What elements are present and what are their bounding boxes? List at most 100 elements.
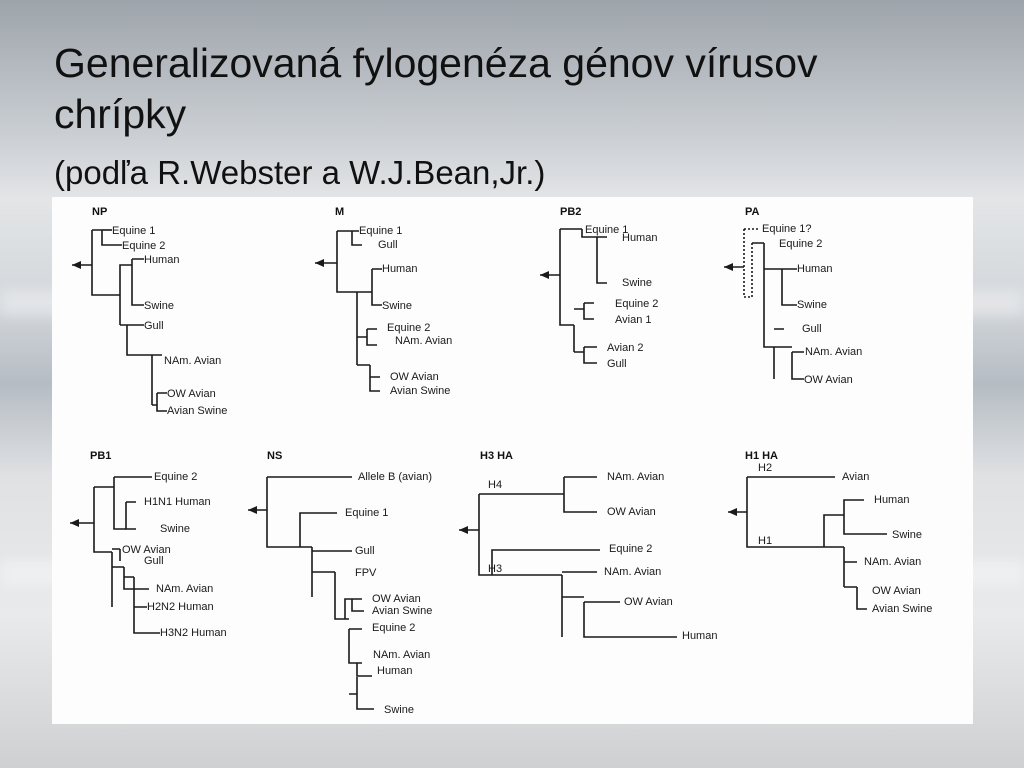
leaf-label-pa: Swine: [797, 299, 827, 311]
slide-subtitle: (podľa R.Webster a W.J.Bean,Jr.): [54, 154, 546, 191]
leaf-label-np: Equine 2: [122, 240, 165, 252]
leaf-label-np: NAm. Avian: [164, 355, 221, 367]
leaf-label-ns: NAm. Avian: [373, 649, 430, 661]
branch-label-h3ha: H4: [488, 479, 502, 491]
tree-branch-pb1: [125, 501, 136, 530]
tree-branch-m: [357, 328, 377, 346]
tree-branch-np: [119, 258, 144, 325]
leaf-label-ns: Human: [377, 665, 412, 677]
leaf-label-h1ha: Human: [874, 494, 909, 506]
leaf-label-np: OW Avian: [167, 388, 216, 400]
leaf-label-pb1: H3N2 Human: [160, 627, 227, 639]
leaf-label-ns: OW Avian: [372, 593, 421, 605]
leaf-label-h1ha: NAm. Avian: [864, 556, 921, 568]
tree-title-pa: PA: [745, 206, 760, 218]
tree-branch-m: [356, 268, 382, 365]
tree-branch-ns: [344, 598, 364, 619]
tree-branch-pb1: [94, 476, 152, 530]
root-arrow-h1ha: [728, 508, 737, 516]
leaf-label-m: Equine 1: [359, 225, 402, 237]
leaf-label-np: Gull: [144, 320, 164, 332]
leaf-label-m: Gull: [378, 239, 398, 251]
leaf-label-m: Human: [382, 263, 417, 275]
leaf-label-pb1: Gull: [144, 555, 164, 567]
tree-branch-pb2: [573, 302, 594, 352]
root-arrow-pa: [724, 263, 733, 271]
slide-title: Generalizovaná fylogenéza génov vírusov …: [54, 40, 818, 137]
leaf-label-pb1: Equine 2: [154, 471, 197, 483]
leaf-label-pa: OW Avian: [804, 374, 853, 386]
tree-title-pb2: PB2: [560, 206, 581, 218]
tree-branch-h1ha: [843, 499, 887, 535]
tree-branch-np: [120, 324, 152, 356]
tree-branch-pb2: [574, 346, 597, 364]
leaf-label-pb2: Human: [622, 232, 657, 244]
leaf-label-np: Equine 1: [112, 225, 155, 237]
leaf-label-h1ha: Avian: [842, 471, 869, 483]
tree-branch-h3ha: [561, 571, 677, 638]
leaf-label-pb2: Equine 1: [585, 224, 628, 236]
leaf-label-ns: Allele B (avian): [358, 471, 432, 483]
tree-branch-ns: [345, 618, 374, 710]
tree-title-h1ha: H1 HA: [745, 450, 778, 462]
leaf-label-pa: Equine 2: [779, 238, 822, 250]
leaf-label-h3ha: Human: [682, 630, 717, 642]
tree-branch-h1ha: [843, 547, 867, 610]
tree-branch-h1ha: [823, 514, 844, 548]
leaf-label-h1ha: Swine: [892, 529, 922, 541]
leaf-label-h3ha: OW Avian: [624, 596, 673, 608]
tree-branch-h1ha: [728, 477, 824, 548]
tree-branch-pa: [773, 328, 804, 380]
leaf-label-h1ha: Avian Swine: [872, 603, 932, 615]
leaf-label-m: NAm. Avian: [395, 335, 452, 347]
tree-branch-uncertain-pa: [743, 228, 758, 298]
tree-branch-m: [357, 364, 380, 392]
leaf-label-h3ha: NAm. Avian: [604, 566, 661, 578]
tree-branch-pb1: [70, 487, 112, 553]
leaf-label-m: Swine: [382, 300, 412, 312]
root-arrow-ns: [248, 506, 257, 514]
leaf-label-ns: Swine: [384, 704, 414, 716]
tree-title-ns: NS: [267, 450, 282, 462]
tree-branch-pb2: [560, 228, 607, 284]
leaf-label-pa: NAm. Avian: [805, 346, 862, 358]
leaf-label-ns: Avian Swine: [372, 605, 432, 617]
leaf-label-m: Equine 2: [387, 322, 430, 334]
leaf-label-ns: FPV: [355, 567, 377, 579]
leaf-label-pa: Gull: [802, 323, 822, 335]
leaf-label-pb2: Avian 1: [615, 314, 652, 326]
leaf-label-m: Avian Swine: [390, 385, 450, 397]
leaf-label-h1ha: OW Avian: [872, 585, 921, 597]
root-arrow-np: [72, 261, 81, 269]
leaf-label-h3ha: OW Avian: [607, 506, 656, 518]
tree-branch-pa: [764, 268, 797, 306]
tree-branch-np: [151, 354, 167, 412]
leaf-label-m: OW Avian: [390, 371, 439, 383]
tree-branch-ns: [312, 571, 345, 620]
leaf-label-pb1: Swine: [160, 523, 190, 535]
leaf-label-pa: Equine 1?: [762, 223, 812, 235]
tree-branch-m: [337, 230, 362, 246]
leaf-label-pb1: OW Avian: [122, 544, 171, 556]
leaf-label-pb2: Avian 2: [607, 342, 644, 354]
branch-label-h1ha: H2: [758, 462, 772, 474]
leaf-label-ns: Gull: [355, 545, 375, 557]
leaf-label-pa: Human: [797, 263, 832, 275]
leaf-label-pb1: H2N2 Human: [147, 601, 214, 613]
leaf-label-h3ha: Equine 2: [609, 543, 652, 555]
leaf-label-h3ha: NAm. Avian: [607, 471, 664, 483]
leaf-label-ns: Equine 2: [372, 622, 415, 634]
leaf-label-pb2: Swine: [622, 277, 652, 289]
tree-branch-ns: [299, 512, 337, 548]
leaf-label-np: Swine: [144, 300, 174, 312]
tree-branch-np: [92, 229, 122, 246]
root-arrow-h3ha: [459, 526, 468, 534]
branch-label-h3ha: H3: [488, 563, 502, 575]
tree-branch-pa: [752, 242, 774, 348]
leaf-label-ns: Equine 1: [345, 507, 388, 519]
root-arrow-pb1: [70, 519, 79, 527]
tree-title-np: NP: [92, 206, 107, 218]
tree-branch-pb1: [111, 548, 124, 607]
